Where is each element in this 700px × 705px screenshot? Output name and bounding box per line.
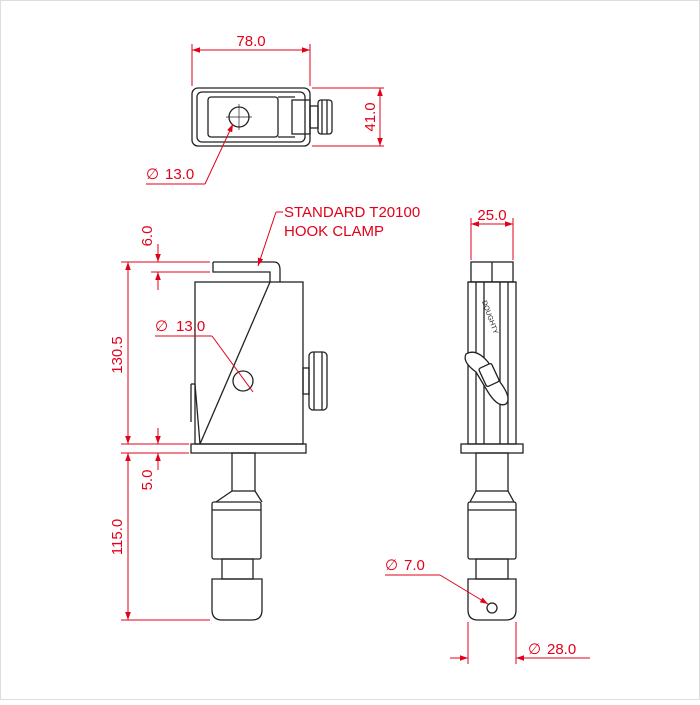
side-hole-symbol: ∅ [155,318,168,335]
top-width-dimension [191,44,311,86]
front-view: DOUGHTY 25.0 ∅ 7.0 ∅ 28.0 [385,207,590,664]
spigot-diameter-dimension [450,622,590,664]
side-view: STANDARD T20100 HOOK CLAMP 6.0 130.5 5.0 [109,204,420,621]
top-hole-symbol: ∅ [146,166,159,183]
hook-clamp-note-line2: HOOK CLAMP [284,223,384,240]
side-hole-leader [155,335,254,393]
pin-hole-symbol: ∅ [385,557,398,574]
top-view: 78.0 41.0 ∅ 13.0 [146,33,384,185]
pin-hole-leader [385,574,489,605]
spigot-diameter-symbol: ∅ [528,641,541,658]
side-hole-label: 13.0 [176,318,205,335]
side-view-outline [190,261,328,621]
spigot-length-label: 115.0 [109,519,126,555]
top-width-label: 78.0 [236,33,265,50]
wing-handle [464,351,509,406]
pin-hole-label: 7.0 [404,557,425,574]
top-hole-leader [146,123,234,185]
hook-clamp-note-line1: STANDARD T20100 [284,204,420,221]
spigot-diameter-label: 28.0 [547,641,576,658]
front-width-dimension [470,218,514,260]
body-height-dimension [121,261,189,445]
top-hole-label: 13.0 [165,166,194,183]
top-height-dimension [312,87,384,147]
front-width-label: 25.0 [477,207,506,224]
spigot-length-dimension [121,453,210,621]
top-view-outline [191,87,333,147]
hook-clamp-leader [257,211,283,267]
hook-thickness-label: 6.0 [139,226,156,247]
body-height-label: 130.5 [109,336,126,374]
flange-thickness-label: 5.0 [139,470,156,491]
flange-thickness-dimension [121,428,189,470]
top-height-label: 41.0 [362,102,379,131]
hook-thickness-dimension [151,244,210,290]
